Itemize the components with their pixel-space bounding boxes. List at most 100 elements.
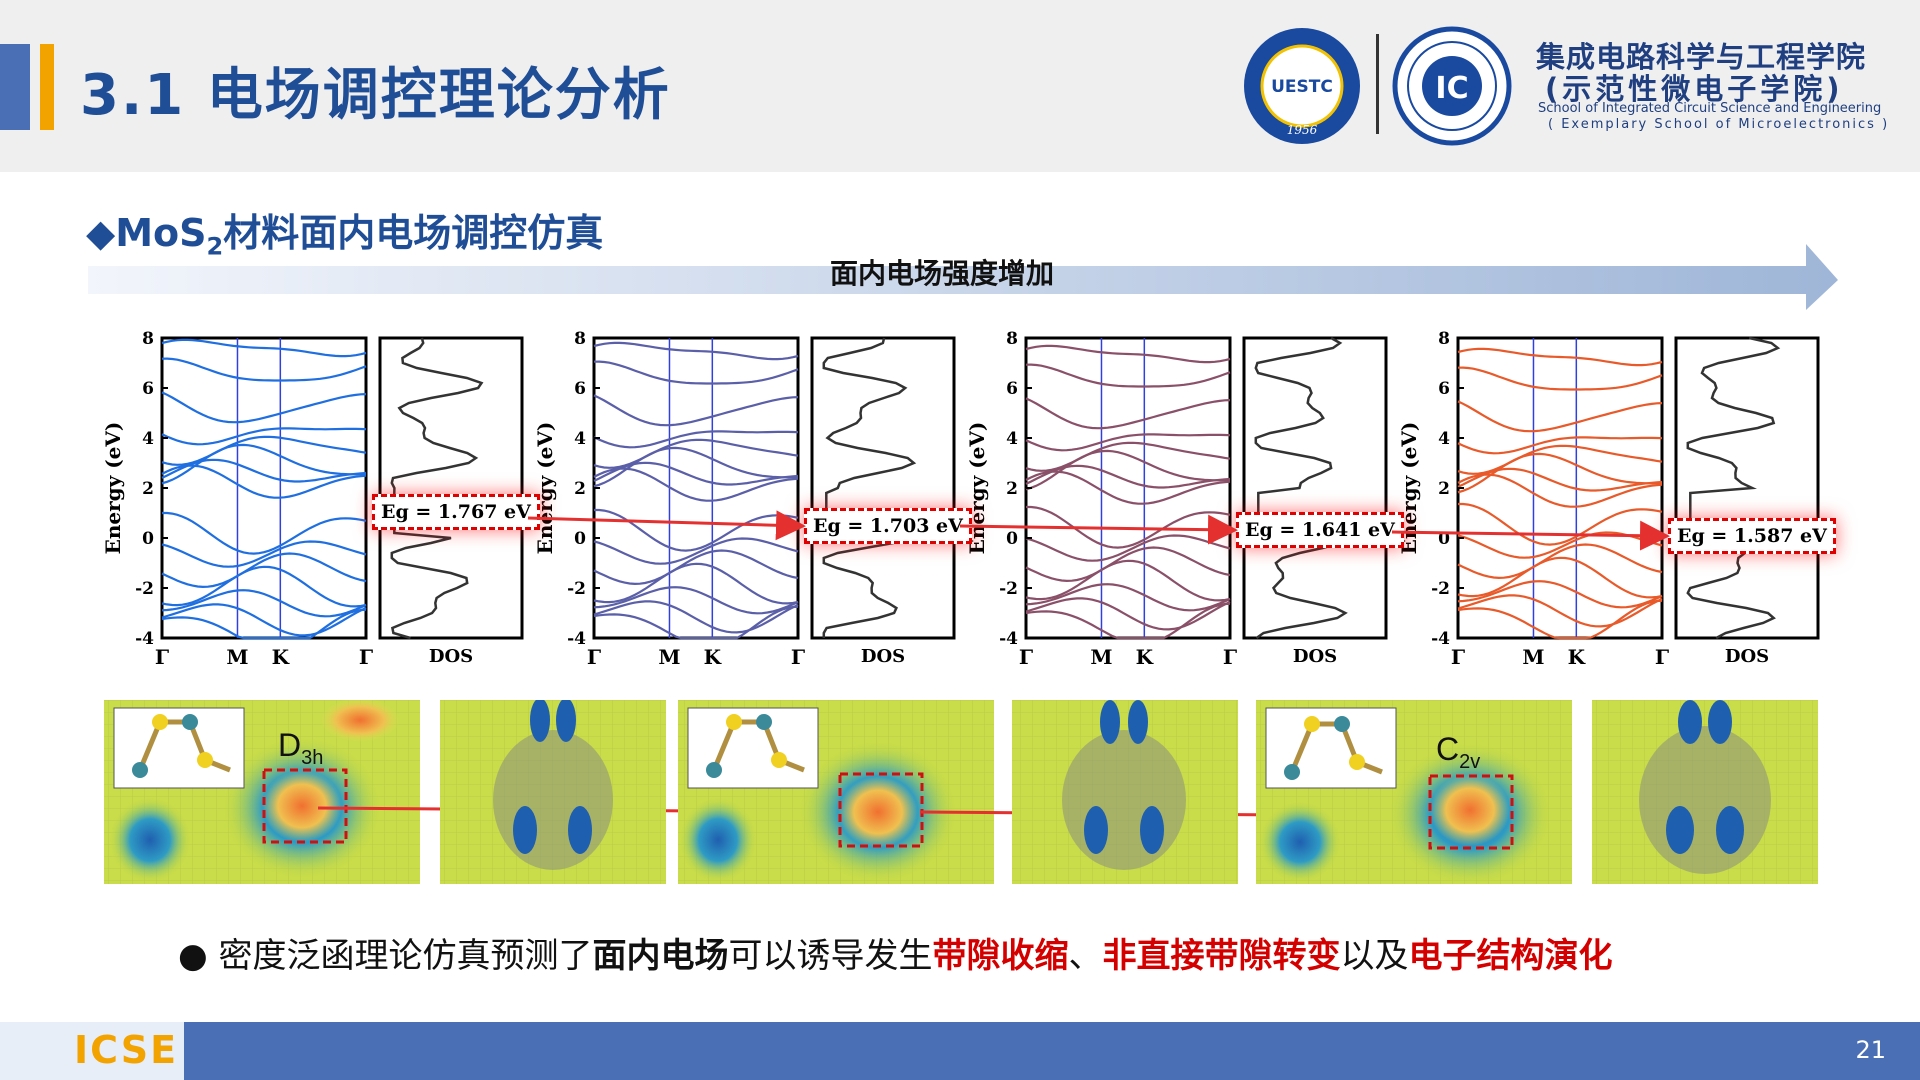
k-point-label: M: [658, 645, 680, 669]
band-line: [161, 589, 367, 618]
k-point-label: K: [272, 645, 290, 669]
heatmap-d3h: [104, 700, 831, 884]
k-point-label: K: [1568, 645, 1586, 669]
dos-curve: [822, 337, 917, 638]
band-line: [593, 537, 799, 565]
band-line: [593, 605, 799, 640]
highlight-indirect-gap: 非直接带隙转变: [1102, 936, 1341, 976]
dos-plot-frame: [1242, 336, 1388, 640]
isosurface-1: [440, 700, 666, 884]
dos-plot-frame: [378, 336, 524, 640]
band-line: [1457, 400, 1663, 433]
band-line: [161, 338, 367, 358]
y-tick-label: 4: [574, 429, 586, 449]
uestc-logo: UESTC 1956: [1244, 28, 1360, 144]
y-tick-label: 6: [142, 379, 154, 399]
highlight-in-plane-field: 面内电场: [592, 936, 729, 976]
bandgap-label-4: Eg = 1.587 eV: [1668, 518, 1836, 554]
band-line: [162, 511, 367, 555]
band-line: [593, 600, 799, 634]
y-tick-label: 4: [1438, 429, 1450, 449]
band-line: [1457, 473, 1663, 508]
band-line: [1457, 543, 1663, 580]
k-point-label: Γ: [359, 645, 373, 669]
uestc-logo-text: UESTC: [1271, 77, 1333, 97]
band-line: [1457, 556, 1663, 599]
k-point-label: M: [1090, 645, 1112, 669]
footer-logo: ICSE: [74, 1028, 179, 1072]
band-line: [1457, 580, 1663, 609]
school-name-en: School of Integrated Circuit Science and…: [1538, 101, 1882, 116]
band-line: [1457, 444, 1663, 475]
y-axis-label: Energy (eV): [101, 422, 125, 555]
y-tick-label: 2: [142, 479, 154, 499]
y-axis-label: Energy (eV): [533, 422, 557, 555]
band-line: [1457, 467, 1663, 492]
logo-divider: [1376, 34, 1379, 134]
band-line: [161, 458, 367, 483]
molecule-inset-1: [132, 714, 231, 778]
k-point-label: Γ: [791, 645, 805, 669]
band-line: [161, 603, 367, 637]
y-tick-label: 4: [142, 429, 154, 449]
y-tick-label: -2: [1431, 579, 1450, 599]
field-increase-arrow: [88, 244, 1838, 310]
band-line: [161, 357, 367, 382]
y-tick-label: 8: [1006, 329, 1018, 349]
dos-curve: [390, 337, 484, 640]
bullet-dot: ●: [178, 936, 208, 976]
band-line: [593, 549, 799, 586]
school-name-cn: 集成电路科学与工程学院: [1536, 40, 1867, 74]
band-line: [593, 341, 799, 361]
y-tick-label: 2: [1438, 479, 1450, 499]
icse-round-logo: IC: [1392, 26, 1512, 146]
symmetry-label-c2v: C2v: [1436, 731, 1480, 773]
band-line: [1457, 366, 1663, 391]
k-point-label: Γ: [1223, 645, 1237, 669]
band-line: [1026, 505, 1231, 549]
arrow-label: 面内电场强度增加: [830, 257, 1055, 290]
band-line: [593, 438, 799, 469]
bandgap-label-3: Eg = 1.641 eV: [1236, 512, 1404, 548]
dos-label: DOS: [1293, 646, 1337, 667]
band-line: [1025, 363, 1231, 388]
k-point-label: Γ: [1451, 645, 1465, 669]
band-line: [593, 394, 799, 427]
y-tick-label: 6: [1006, 379, 1018, 399]
y-tick-label: 0: [1006, 529, 1018, 549]
band-line: [593, 461, 799, 486]
y-tick-label: -4: [1431, 629, 1450, 649]
band-plot-frame: [592, 336, 800, 640]
k-point-label: Γ: [587, 645, 601, 669]
highlight-electronic-evolution: 电子结构演化: [1408, 936, 1613, 976]
footer-logo-area: ICSE: [0, 1022, 184, 1080]
isosurface-2: [1012, 700, 1238, 884]
school-name-en-sub: ( Exemplary School of Microelectronics ): [1548, 117, 1890, 132]
molecule-inset-3: [1284, 716, 1383, 780]
y-tick-label: -4: [135, 629, 154, 649]
bandgap-trend-arrows: [527, 510, 1670, 551]
band-line: [1025, 534, 1231, 562]
y-tick-label: -4: [567, 629, 586, 649]
dos-label: DOS: [429, 646, 473, 667]
band-plot-frame: [160, 336, 368, 640]
band-line: [161, 391, 367, 424]
dos-curve: [1254, 336, 1348, 640]
band-line: [1025, 597, 1231, 631]
footer-strip: 21: [184, 1022, 1920, 1080]
y-tick-label: -4: [999, 629, 1018, 649]
k-point-label: K: [1136, 645, 1154, 669]
y-tick-label: 0: [142, 529, 154, 549]
symmetry-label-d3h: D3h: [278, 727, 323, 769]
band-line: [1025, 433, 1231, 452]
k-point-label: Γ: [1655, 645, 1669, 669]
band-line: [161, 464, 367, 499]
band-line: [161, 565, 367, 608]
k-point-label: M: [1522, 645, 1544, 669]
y-tick-label: 8: [1438, 329, 1450, 349]
school-name-cn-sub: (示范性微电子学院): [1545, 72, 1844, 106]
band-line: [1457, 347, 1663, 367]
band-line: [1025, 602, 1231, 640]
bandgap-label-1: Eg = 1.767 eV: [372, 494, 540, 530]
